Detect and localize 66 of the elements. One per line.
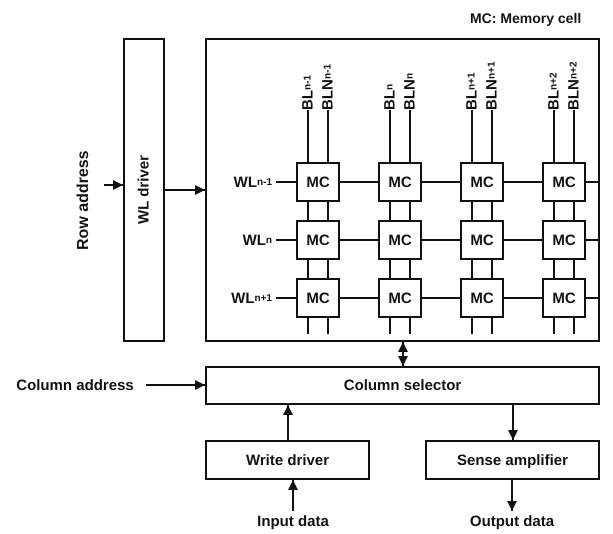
memory-cell-box: MC — [460, 278, 504, 318]
memory-cell-box: MC — [542, 278, 586, 318]
memory-cell-box: MC — [378, 220, 422, 260]
wire-line — [389, 202, 391, 220]
wire-line — [422, 239, 460, 241]
wire-line — [573, 202, 575, 220]
wire-line — [491, 260, 493, 278]
wire-line — [553, 260, 555, 278]
memory-cell-box: MC — [378, 162, 422, 202]
wire-line — [422, 181, 460, 183]
memory-cell-box: MC — [460, 220, 504, 260]
wire-line — [327, 202, 329, 220]
arrow — [104, 180, 123, 190]
wire-line — [422, 297, 460, 299]
wire-line — [504, 239, 542, 241]
block-box: Sense amplifier — [425, 440, 600, 480]
wire-line — [409, 110, 411, 162]
wire-line — [307, 202, 309, 220]
memory-cell-box: MC — [542, 162, 586, 202]
wire-line — [573, 260, 575, 278]
arrow — [507, 480, 517, 511]
wire-line — [553, 202, 555, 220]
arrow — [146, 380, 205, 390]
signal-label: Input data — [230, 511, 356, 531]
wire-line — [471, 110, 473, 162]
arrow — [283, 405, 293, 440]
wire-line — [504, 181, 542, 183]
memory-cell-box: MC — [378, 278, 422, 318]
memory-cell-box: MC — [296, 220, 340, 260]
signal-label: Column address — [4, 374, 146, 396]
wire-line — [327, 260, 329, 278]
wire-line — [327, 110, 329, 162]
memory-cell-box: MC — [296, 162, 340, 202]
memory-cell-box: MC — [542, 220, 586, 260]
wire-line — [340, 297, 378, 299]
wire-line — [276, 239, 296, 241]
wire-line — [389, 110, 391, 162]
arrow — [165, 185, 205, 195]
wire-line — [340, 239, 378, 241]
block-box: Write driver — [205, 440, 370, 480]
arrow — [508, 405, 518, 440]
wire-line — [307, 260, 309, 278]
wire-line — [307, 110, 309, 162]
arrow — [398, 342, 408, 366]
wire-line — [409, 260, 411, 278]
wire-line — [504, 297, 542, 299]
wire-line — [491, 110, 493, 162]
note-text: MC: Memory cell — [470, 10, 582, 26]
wire-line — [471, 260, 473, 278]
wire-line — [276, 181, 296, 183]
driver-box: WL driver — [123, 38, 165, 342]
arrow — [288, 480, 298, 511]
signal-label: Output data — [446, 511, 578, 531]
wire-line — [340, 181, 378, 183]
wire-line — [491, 202, 493, 220]
memory-cell-box: MC — [296, 278, 340, 318]
block-box: Column selector — [205, 366, 600, 405]
memory-cell-box: MC — [460, 162, 504, 202]
memory-array-box — [205, 38, 600, 342]
wire-line — [573, 110, 575, 162]
wire-line — [389, 260, 391, 278]
address-label: Row address — [66, 120, 102, 280]
wire-line — [553, 110, 555, 162]
wire-line — [471, 202, 473, 220]
wire-line — [409, 202, 411, 220]
wire-line — [276, 297, 296, 299]
